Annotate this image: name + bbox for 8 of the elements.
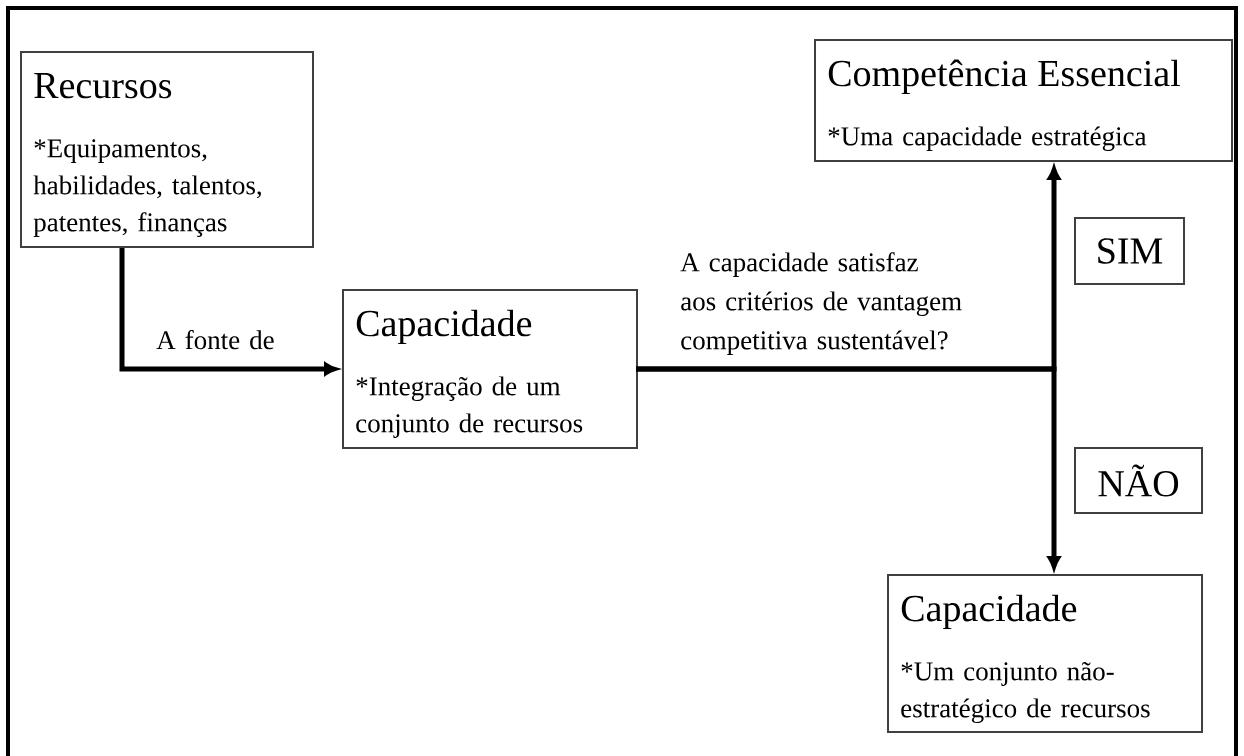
edge-label: A capacidade satisfaz aos critérios de vantagem competitiva sustentável? [680,252,962,355]
concept-box: Recursos *Equipamentos, habilidades, talentos, patentes, finanças [20,51,314,248]
edge-label: A fonte de [156,330,274,350]
answer-box: SIM [1074,217,1185,285]
concept-box: Capacidade *Um conjunto não-estratégico de recursos [887,574,1203,733]
concept-box: Competência Essencial *Uma capacidade estratégica [814,39,1233,162]
answer-box: NÃO [1074,447,1203,514]
concept-box: Capacidade *Integração de um conjunto de recursos [342,289,638,449]
